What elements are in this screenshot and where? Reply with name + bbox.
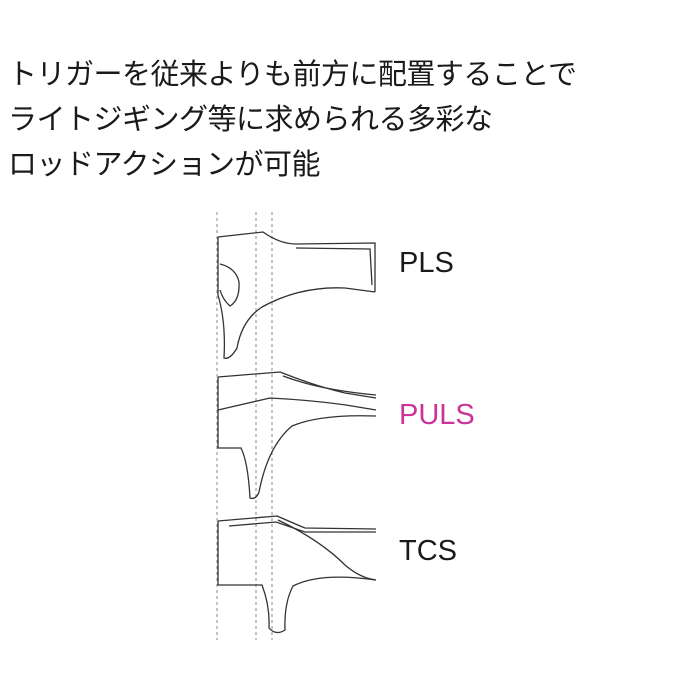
caption-line-3: ロッドアクションが可能: [8, 147, 321, 181]
caption-line-1: トリガーを従来よりも前方に配置することで: [8, 57, 577, 91]
caption-text: トリガーを従来よりも前方に配置することで ライトジギング等に求められる多彩な ロ…: [8, 52, 698, 187]
tcs-label: TCS: [399, 535, 457, 567]
puls-label: PULS: [399, 399, 475, 431]
tcs-profile-outline: [217, 515, 377, 634]
puls-profile-outline: [217, 371, 377, 500]
pls-profile-outline: [217, 231, 376, 359]
caption-line-2: ライトジギング等に求められる多彩な: [8, 102, 493, 136]
reference-guides: [216, 212, 273, 640]
pls-label: PLS: [399, 247, 454, 279]
